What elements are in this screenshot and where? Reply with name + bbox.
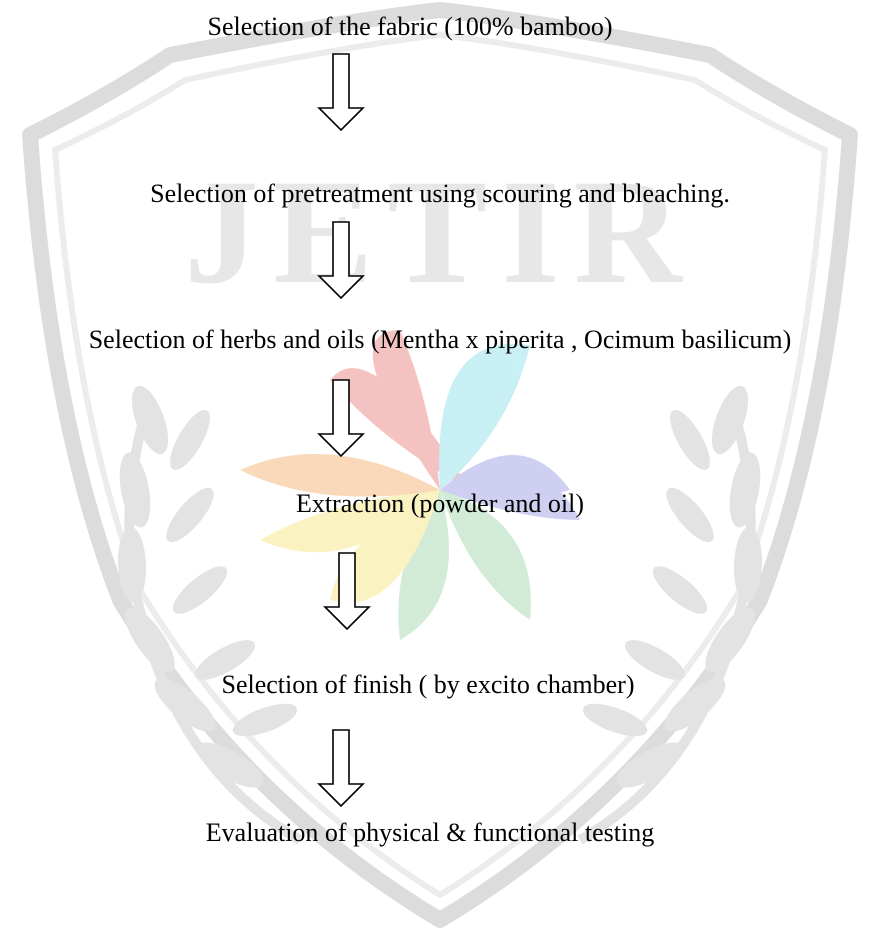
down-arrow-icon xyxy=(317,53,365,132)
step-fabric-selection: Selection of the fabric (100% bamboo) xyxy=(207,12,613,41)
down-arrow-icon xyxy=(317,729,365,808)
flower-emblem xyxy=(240,330,580,640)
laurel-right xyxy=(577,385,763,845)
step-evaluation-testing: Evaluation of physical & functional test… xyxy=(205,818,655,847)
step-extraction: Extraction (powder and oil) xyxy=(295,489,585,518)
step-pretreatment-selection: Selection of pretreatment using scouring… xyxy=(150,179,730,208)
petal-red-2 xyxy=(372,330,440,490)
step-finish-selection: Selection of finish ( by excito chamber) xyxy=(221,670,635,699)
step-herbs-oils-selection: Selection of herbs and oils (Mentha x pi… xyxy=(88,325,792,354)
petal-blue-2 xyxy=(440,470,580,520)
down-arrow-icon xyxy=(317,379,365,458)
laurel-left xyxy=(117,385,303,845)
petal-green xyxy=(440,490,531,620)
petal-yellow-2 xyxy=(260,490,440,553)
watermark-text: JETIR xyxy=(184,149,696,315)
petal-green-2 xyxy=(398,490,449,640)
petal-cyan xyxy=(439,343,530,490)
petal-orange xyxy=(240,454,440,497)
petal-yellow xyxy=(330,490,440,603)
down-arrow-icon xyxy=(323,552,371,631)
down-arrow-icon xyxy=(317,221,365,300)
